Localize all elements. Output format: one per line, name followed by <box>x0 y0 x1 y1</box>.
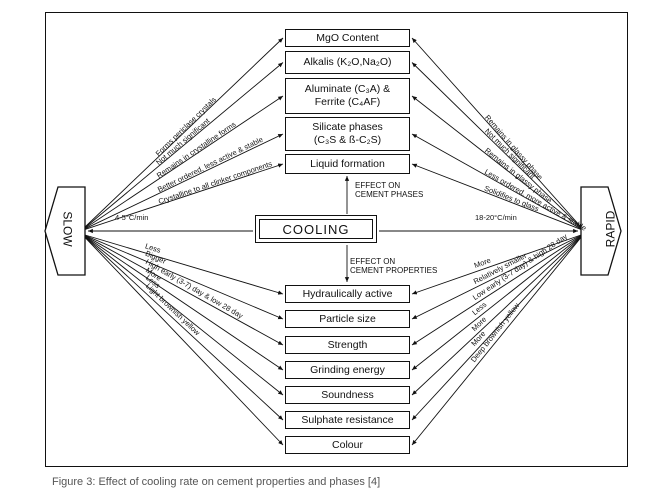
phase-box-3-line: Aluminate (C₃A) & <box>304 83 391 96</box>
phase-box-3: Aluminate (C₃A) &Ferrite (C₄AF) <box>285 78 410 114</box>
rapid-to-property-arrow <box>411 234 582 320</box>
phase-box-5: Liquid formation <box>285 154 410 174</box>
property-box-1: Hydraulically active <box>285 285 410 303</box>
rapid-to-property-arrow <box>411 236 582 421</box>
cooling-label: COOLING <box>259 219 373 239</box>
rapid-label: RAPID <box>603 210 618 248</box>
slow-arrow-shape <box>44 186 86 276</box>
slow-to-property-arrow <box>84 237 284 446</box>
phase-box-2-line: Alkalis (K₂O,Na₂O) <box>303 56 392 69</box>
rapid-arrow-shape <box>580 186 622 276</box>
property-box-2-line: Particle size <box>319 312 376 325</box>
rapid-to-phase-arrow <box>411 163 582 230</box>
property-box-1-line: Hydraulically active <box>302 287 393 300</box>
effect-on-phases-label: EFFECT ON CEMENT PHASES <box>355 181 423 199</box>
rapid-to-property-arrow <box>411 235 582 346</box>
slow-to-property-arrow <box>84 235 284 371</box>
phase-box-3-line: Ferrite (C₄AF) <box>314 96 381 108</box>
rapid-to-phase-arrow <box>411 95 582 229</box>
figure-caption: Figure 3: Effect of cooling rate on ceme… <box>52 476 381 488</box>
effect-properties-line-2: CEMENT PROPERTIES <box>350 266 438 276</box>
slow-to-property-arrow <box>84 234 284 295</box>
slow-to-phase-arrow <box>84 95 284 229</box>
property-box-7-line: Colour <box>332 438 363 451</box>
phase-box-4-line: Silicate phases <box>312 121 383 134</box>
slow-to-property-arrow <box>84 235 284 346</box>
effect-phases-line-2: CEMENT PHASES <box>355 190 424 200</box>
phase-box-1: MgO Content <box>285 29 410 47</box>
property-box-5: Soundness <box>285 386 410 404</box>
phase-box-5-line: Liquid formation <box>310 157 385 170</box>
property-box-4: Grinding energy <box>285 361 410 379</box>
property-box-4-line: Grinding energy <box>310 363 385 376</box>
rapid-to-phase-arrow <box>411 37 582 228</box>
rapid-to-phase-arrow <box>411 62 582 228</box>
slow-rate-label: 4-5°C/min <box>115 213 149 222</box>
rapid-to-property-arrow <box>411 237 582 446</box>
property-box-3: Strength <box>285 336 410 354</box>
rapid-to-phase-arrow <box>411 133 582 230</box>
slow-to-phase-arrow <box>84 133 284 230</box>
phase-box-4-line: (C₃S & ß-C₂S) <box>313 134 382 146</box>
slow-to-property-arrow <box>84 236 284 421</box>
cooling-box: COOLING <box>255 215 377 243</box>
rapid-to-property-arrow <box>411 234 582 295</box>
slow-to-property-arrow <box>84 236 284 396</box>
property-box-3-line: Strength <box>327 338 368 351</box>
slow-to-phase-arrow <box>84 163 284 230</box>
property-box-5-line: Soundness <box>321 388 374 401</box>
property-box-6-line: Sulphate resistance <box>301 413 394 426</box>
phase-box-2: Alkalis (K₂O,Na₂O) <box>285 51 410 74</box>
phase-box-1-line: MgO Content <box>316 31 379 44</box>
rapid-rate-label: 18-20°C/min <box>475 213 517 222</box>
figure-frame <box>45 12 628 467</box>
property-box-7: Colour <box>285 436 410 454</box>
effect-phases-line-1: EFFECT ON <box>355 181 401 190</box>
rapid-to-property-arrow <box>411 236 582 396</box>
slow-to-property-arrow <box>84 234 284 320</box>
effect-properties-line-1: EFFECT ON <box>350 257 396 266</box>
slow-to-phase-arrow <box>84 62 284 228</box>
slow-to-phase-arrow <box>84 37 284 228</box>
slow-label: SLOW <box>60 211 75 247</box>
effect-on-properties-label: EFFECT ON CEMENT PROPERTIES <box>350 257 437 275</box>
property-box-6: Sulphate resistance <box>285 411 410 429</box>
phase-box-4: Silicate phases(C₃S & ß-C₂S) <box>285 117 410 151</box>
rapid-to-property-arrow <box>411 235 582 371</box>
property-box-2: Particle size <box>285 310 410 328</box>
